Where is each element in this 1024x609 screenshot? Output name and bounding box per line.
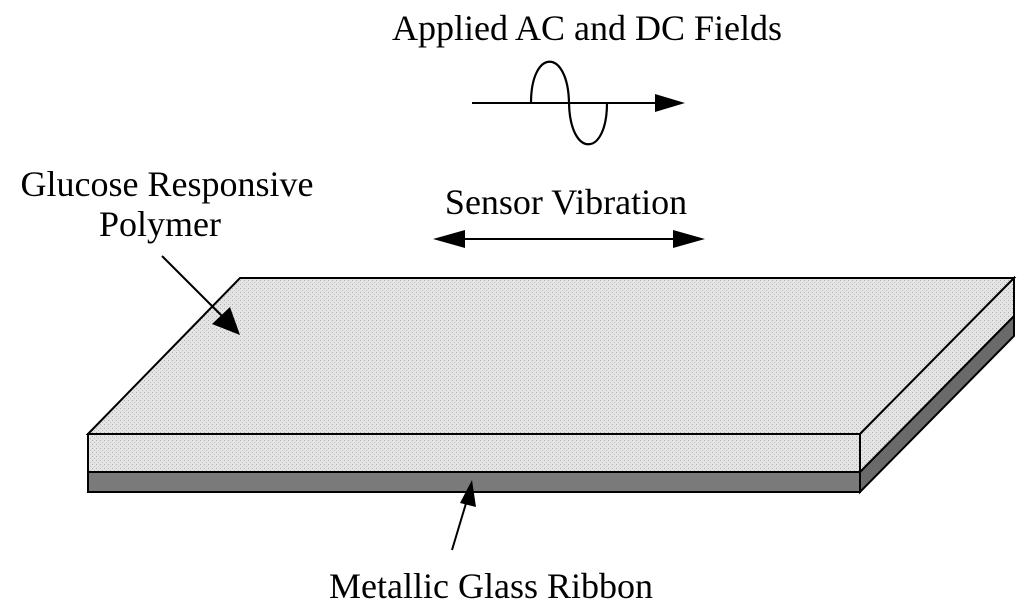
applied-fields-arrow: [472, 94, 685, 112]
polymer-pointer-arrow: [161, 255, 240, 335]
metallic-glass-ribbon: [87, 313, 1015, 495]
vibration-arrowhead-right: [673, 230, 705, 248]
polymer-label-line2: Polymer: [99, 204, 221, 244]
vibration-arrowhead-left: [433, 230, 465, 248]
polymer-top-face: [85, 277, 1017, 435]
glucose-responsive-polymer-layer: [85, 275, 1017, 475]
polymer-label-line1: Glucose Responsive: [21, 164, 314, 204]
polymer-front-face: [87, 433, 861, 473]
sine-wave-icon: [529, 60, 609, 146]
ribbon-label: Metallic Glass Ribbon: [329, 566, 653, 606]
ribbon-pointer-arrow: [451, 480, 476, 551]
polymer-pointer-arrowhead: [212, 307, 240, 335]
ribbon-front-face: [87, 471, 861, 493]
polymer-side-face: [859, 275, 1015, 475]
ribbon-pointer-arrowhead: [460, 480, 476, 507]
sensor-vibration-label: Sensor Vibration: [445, 182, 687, 222]
applied-fields-arrowhead: [655, 94, 685, 112]
sensor-vibration-arrow: [433, 230, 705, 248]
applied-fields-label: Applied AC and DC Fields: [392, 8, 782, 48]
